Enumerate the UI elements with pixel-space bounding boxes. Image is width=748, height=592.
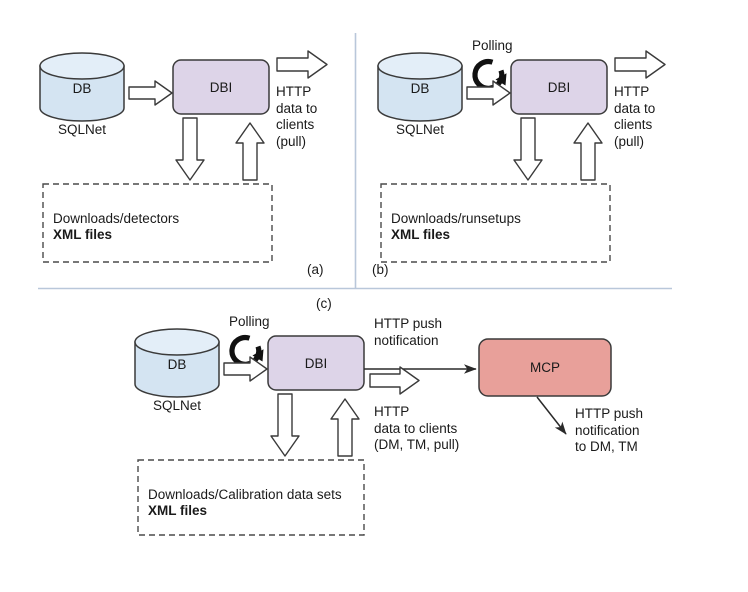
panel-tag-a: (a) — [307, 262, 324, 277]
storage-path-label: Downloads/runsetups — [391, 211, 521, 226]
dbi-box — [172, 59, 270, 115]
polling-label: Polling — [229, 314, 270, 329]
block-arrow-dbi-read-up — [573, 122, 603, 181]
block-arrow-http-out — [369, 366, 420, 395]
block-arrow-http-out — [276, 50, 328, 79]
database-cylinder-icon — [134, 328, 220, 398]
line-arrow-mcp-push — [536, 396, 567, 435]
polling-circular-arrow-icon — [229, 334, 264, 367]
block-arrow-http-out — [614, 50, 666, 79]
sqlnet-label: SQLNet — [395, 122, 445, 137]
dbi-box — [267, 335, 365, 391]
polling-label: Polling — [472, 38, 513, 53]
storage-dashed-box — [137, 459, 365, 536]
polling-circular-arrow-icon — [472, 58, 507, 91]
http-out-label: HTTP data to clients (DM, TM, pull) — [374, 404, 460, 452]
storage-type-label: XML files — [53, 227, 113, 242]
http-out-label: HTTP data to clients (pull) — [276, 84, 318, 149]
sqlnet-label: SQLNet — [57, 122, 107, 137]
block-arrow-db-to-dbi — [223, 356, 268, 382]
panel-a-graphics — [39, 50, 328, 263]
database-cylinder-icon — [39, 52, 125, 122]
storage-dashed-box — [380, 183, 611, 263]
mcp-push-label: HTTP push notification to DM, TM — [575, 406, 644, 454]
storage-type-label: XML files — [148, 503, 208, 518]
sqlnet-label: SQLNet — [152, 398, 202, 413]
block-arrow-db-to-dbi — [466, 80, 511, 106]
storage-type-label: XML files — [391, 227, 451, 242]
dbi-box — [510, 59, 608, 115]
panel-b-graphics — [377, 50, 666, 263]
panel-c-graphics — [134, 328, 612, 536]
block-arrow-dbi-read-up — [330, 398, 360, 457]
storage-path-label: Downloads/detectors — [53, 211, 180, 226]
block-arrow-dbi-read-up — [235, 122, 265, 181]
panel-tag-c: (c) — [316, 296, 332, 311]
storage-path-label: Downloads/Calibration data sets — [148, 487, 342, 502]
block-arrow-db-to-dbi — [128, 80, 173, 106]
mcp-box — [478, 338, 612, 397]
panel-tag-b: (b) — [372, 262, 389, 277]
http-out-label: HTTP data to clients (pull) — [614, 84, 656, 149]
database-cylinder-icon — [377, 52, 463, 122]
block-arrow-dbi-write-down — [175, 117, 205, 181]
block-arrow-dbi-write-down — [513, 117, 543, 181]
block-arrow-dbi-write-down — [270, 393, 300, 457]
storage-dashed-box — [42, 183, 273, 263]
push-notification-label: HTTP push notification — [374, 316, 443, 348]
